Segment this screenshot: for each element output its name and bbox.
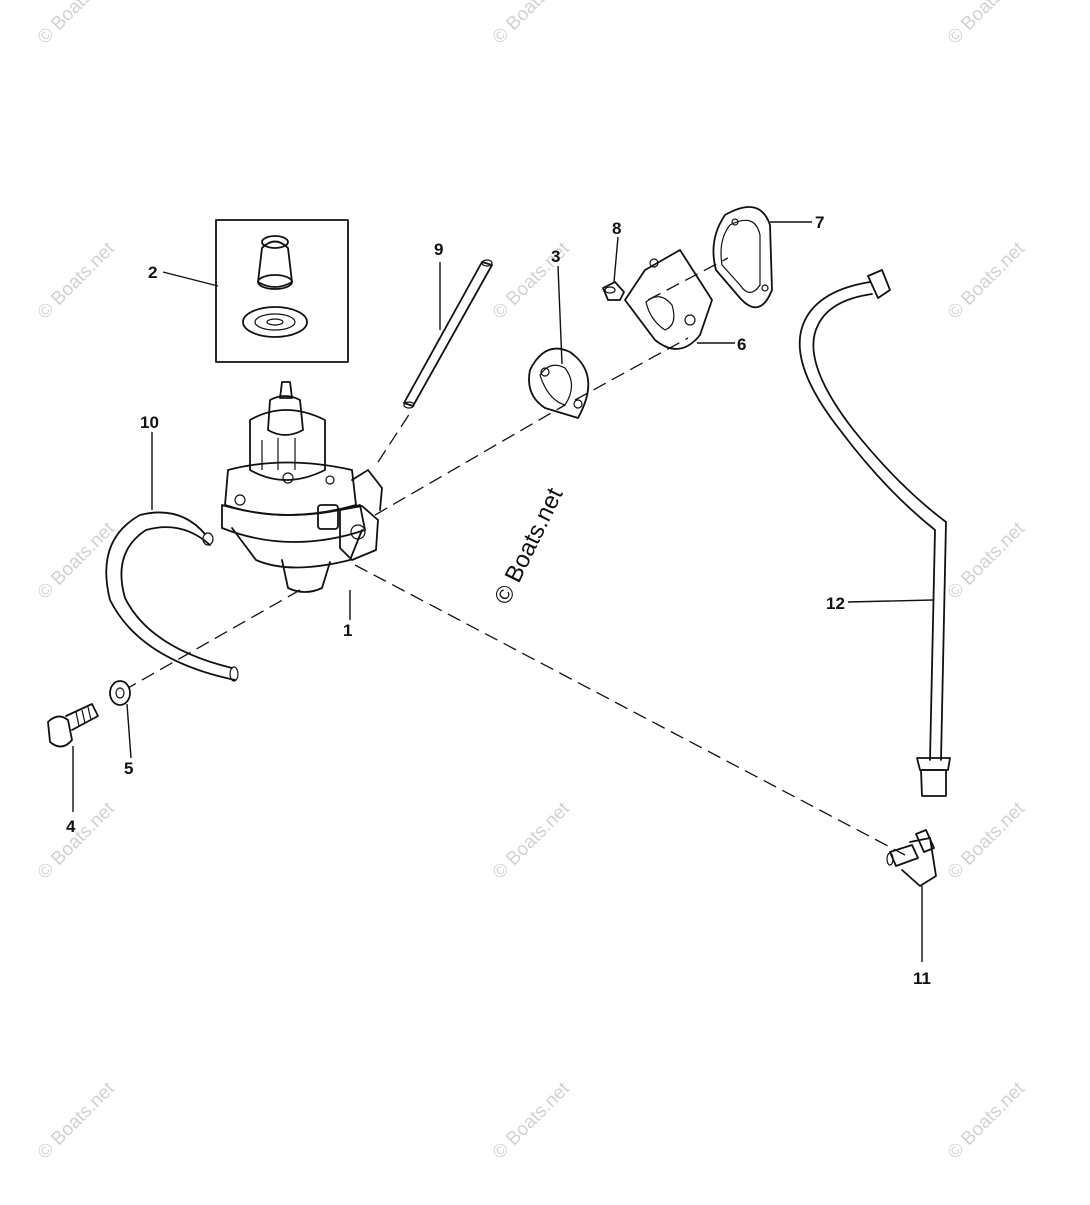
- watermark: © Boats.net: [944, 0, 1030, 49]
- watermark: © Boats.net: [944, 798, 1030, 884]
- watermark-layer: © Boats.net © Boats.net © Boats.net © Bo…: [34, 0, 1030, 1164]
- dash-gasket3-to-plate6: [574, 337, 689, 401]
- center-watermark: © Boats.net: [489, 483, 569, 608]
- part-12-fuel-line: [798, 269, 951, 797]
- part-4-bolt: [47, 703, 99, 748]
- dash-pump-to-gasket3: [374, 404, 566, 516]
- callout-7: 7: [815, 213, 824, 232]
- callout-labels: 1 2 3 4 5 6 7 8 9 10 11 12: [66, 213, 931, 988]
- part-6-plate: [624, 249, 713, 350]
- callout-11: 11: [913, 969, 931, 988]
- leader-lines: [72, 221, 934, 962]
- part-10-hose: [105, 511, 239, 682]
- watermark: © Boats.net: [489, 798, 575, 884]
- leader-5: [126, 703, 132, 759]
- part-5-washer: [109, 680, 131, 706]
- watermark: © Boats.net: [34, 238, 120, 324]
- part-8-plug: [602, 281, 625, 301]
- leader-3: [557, 265, 563, 365]
- callout-6: 6: [737, 335, 746, 354]
- watermark: © Boats.net: [489, 238, 575, 324]
- dash-pump-to-hose9: [377, 409, 413, 463]
- watermark: © Boats.net: [34, 0, 120, 49]
- part-11-elbow: [886, 829, 937, 887]
- leader-2: [162, 271, 219, 287]
- part-1-fuel-pump: [221, 381, 383, 593]
- dash-pump-to-washer5: [127, 589, 301, 689]
- callout-8: 8: [612, 219, 621, 238]
- part-3-gasket: [528, 347, 590, 419]
- dash-plug8-to-gasket7: [647, 257, 729, 301]
- part-7-gasket: [712, 206, 773, 309]
- callout-9: 9: [434, 240, 443, 259]
- callout-4: 4: [66, 817, 76, 836]
- part-2-inset: [215, 219, 349, 363]
- watermark: © Boats.net: [34, 798, 120, 884]
- part-9-hose: [403, 259, 493, 409]
- watermark: © Boats.net: [34, 1078, 120, 1164]
- callout-12: 12: [826, 594, 845, 613]
- watermark: © Boats.net: [944, 518, 1030, 604]
- callout-3: 3: [551, 247, 560, 266]
- leader-12: [847, 599, 934, 603]
- watermark: © Boats.net: [944, 1078, 1030, 1164]
- leader-8: [613, 236, 619, 283]
- callout-2: 2: [148, 263, 157, 282]
- dash-pump-to-elbow11: [354, 564, 906, 856]
- watermark: © Boats.net: [489, 0, 575, 49]
- watermark: © Boats.net: [944, 238, 1030, 324]
- callout-5: 5: [124, 759, 133, 778]
- callout-1: 1: [343, 621, 352, 640]
- watermark: © Boats.net: [489, 1078, 575, 1164]
- callout-10: 10: [140, 413, 159, 432]
